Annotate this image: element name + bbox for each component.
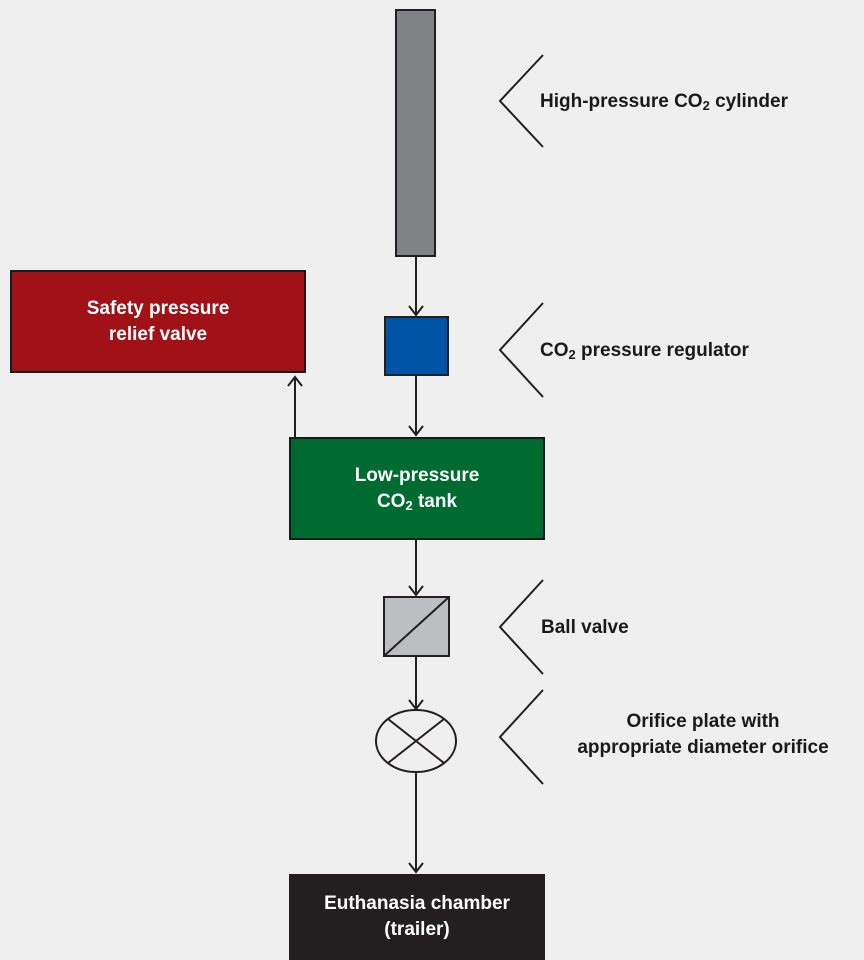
pressure-regulator: [384, 316, 449, 376]
high-pressure-cylinder: [395, 9, 436, 257]
arrow-tank-to-relief-valve: [287, 375, 303, 437]
ball-valve: [383, 596, 450, 657]
tank-label-line1: Low-pressure: [354, 464, 480, 486]
low-pressure-tank-box: Low-pressure CO2 tank: [289, 437, 545, 540]
euthanasia-chamber-box: Euthanasia chamber (trailer): [289, 874, 545, 960]
ball-valve-label: Ball valve: [541, 617, 629, 638]
chamber-label-line1: Euthanasia chamber: [324, 893, 510, 914]
regulator-label: CO2 pressure regulator: [540, 340, 749, 362]
orifice-label: Orifice plate with appropriate diameter …: [542, 709, 864, 761]
arrow-cylinder-to-regulator: [408, 256, 424, 317]
orifice-label-line1: Orifice plate with: [626, 711, 780, 732]
tank-label-line2: CO2 tank: [376, 490, 458, 513]
arrow-tank-to-ball-valve: [408, 540, 424, 597]
arrow-ball-valve-to-orifice: [408, 656, 424, 711]
callout-bracket-cylinder: [498, 54, 544, 148]
cylinder-label: High-pressure CO2 cylinder: [540, 91, 788, 113]
orifice-plate: [375, 709, 457, 773]
callout-bracket-ball-valve: [498, 579, 544, 675]
callout-bracket-regulator: [498, 302, 544, 398]
arrow-orifice-to-chamber: [408, 772, 424, 874]
relief-valve-label-line1: Safety pressure: [86, 297, 230, 319]
chamber-label-line2: (trailer): [384, 919, 450, 940]
relief-valve-label-line2: relief valve: [108, 323, 208, 345]
callout-bracket-orifice: [498, 689, 544, 785]
arrow-regulator-to-tank: [408, 375, 424, 437]
orifice-label-line2: appropriate diameter orifice: [577, 737, 829, 758]
safety-relief-valve-box: Safety pressure relief valve: [10, 270, 306, 373]
